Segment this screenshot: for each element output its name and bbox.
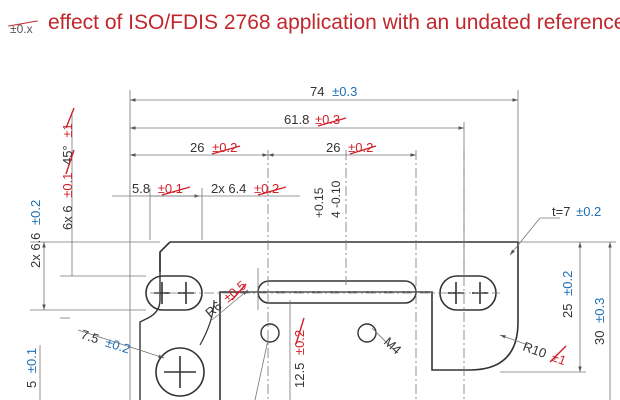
dim-2x-6-6: 2x 6.6 ±0.2: [28, 200, 43, 268]
hole-large: [155, 347, 205, 397]
dim-12-5: 12.5 ±0.2: [292, 330, 307, 388]
dim-slot-width-lower: 4 -0.10: [329, 180, 343, 218]
dim-thickness: t=7 ±0.2: [552, 204, 601, 219]
hole-small-right: [357, 323, 377, 343]
dim-26-left: 26 ±0.2: [190, 140, 237, 155]
part-outline: [139, 241, 519, 400]
dim-r10: R10 ±1: [521, 339, 568, 368]
obsolete-tolerance-marker: ±0.x: [10, 22, 33, 36]
dim-7-5: 7.5 ±0.2: [79, 327, 132, 357]
header: ±0.x effect of ISO/FDIS 2768 application…: [0, 0, 620, 46]
dim-61-8: 61.8 ±0.3: [284, 112, 340, 127]
dim-30: 30 ±0.3: [592, 298, 607, 345]
dim-2x-6-4: 2x 6.4 ±0.2: [211, 181, 279, 196]
dim-6x-6-chamfer: 6x 6 ±0.1 45° ±1: [60, 123, 75, 230]
page-title: effect of ISO/FDIS 2768 application with…: [48, 11, 620, 34]
dim-25: 25 ±0.2: [560, 271, 575, 318]
dim-5: 5 ±0.1: [24, 348, 39, 388]
dim-m4: M4: [381, 334, 404, 357]
dim-slot-width-upper: +0.15: [312, 187, 326, 218]
dim-26-right: 26 ±0.2: [326, 140, 373, 155]
hole-small-left: [260, 323, 280, 343]
dim-74: 74 ±0.3: [310, 84, 357, 99]
dim-r6: R6 ±0.5: [202, 278, 249, 321]
dimension-lines: [30, 90, 616, 400]
dim-5-8: 5.8 ±0.1: [132, 181, 183, 196]
correction-marks: [65, 107, 567, 363]
